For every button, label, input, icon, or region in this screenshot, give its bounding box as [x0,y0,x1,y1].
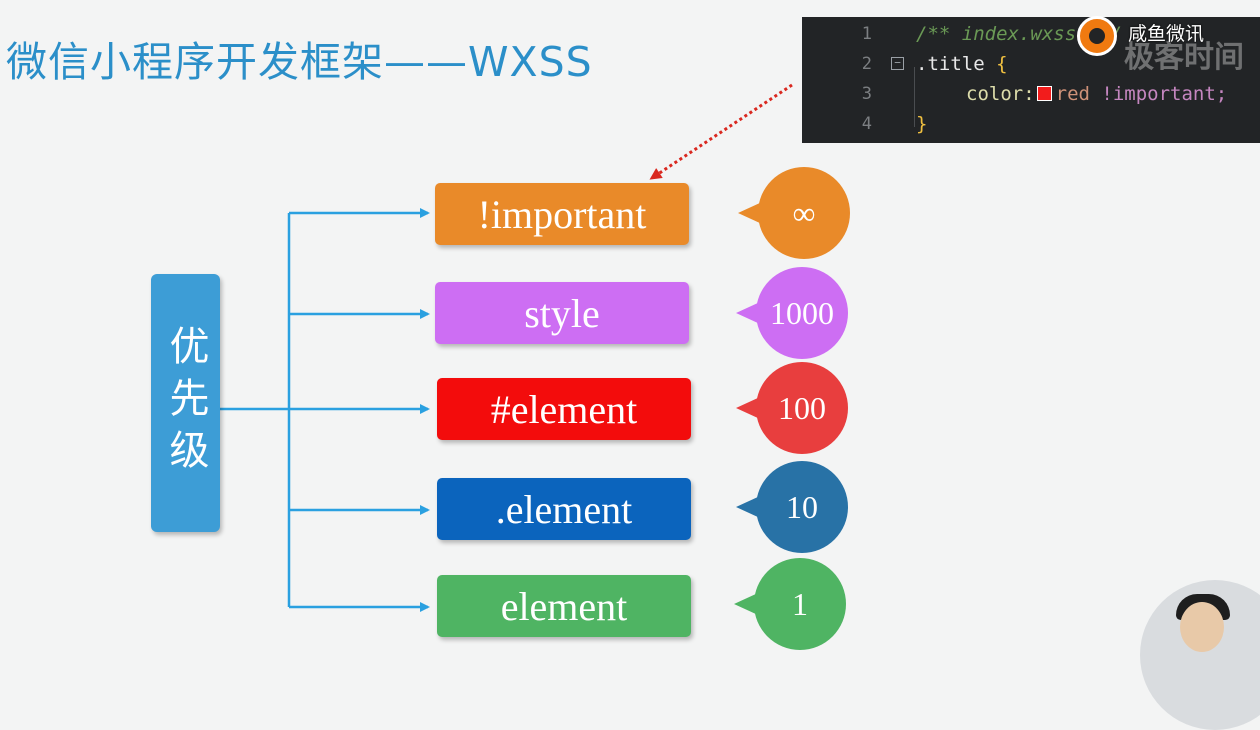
code-brace: } [916,113,928,135]
weight-bubble-class: 10 [736,461,848,553]
box-element: element [437,575,691,637]
slide-title: 微信小程序开发框架——WXSS [6,38,593,86]
code-line-4: 4 } [802,109,1260,139]
code-text: .title { [916,49,1008,79]
code-line-1: 1 /** index.wxss **/ [802,19,1260,49]
line-number: 4 [861,114,872,134]
code-comment: /** index.wxss **/ [916,23,1122,45]
color-swatch-icon [1036,86,1052,101]
watermark-text: 咸鱼微讯 [1128,23,1205,45]
code-line-2: 2 − .title { [802,49,1260,79]
pointer-arrow [649,83,793,180]
weight-bubble-element: 1 [734,558,846,650]
line-number: 2 [861,54,872,74]
weight-bubble-important: ∞ [738,167,850,259]
line-number: 3 [861,84,872,104]
watermark-text-secondary: 极客时间 [1124,40,1244,75]
connector-lines [220,83,793,612]
priority-label: 优先级 [151,274,220,532]
box-class: .element [437,478,691,540]
weight-bubble-style: 1000 [736,267,848,359]
code-line-3: 3 color: red !important; [802,79,1260,109]
avatar-face [1180,602,1224,652]
code-text: color: red !important; [966,79,1227,109]
indent-guide [914,67,915,127]
line-number: 1 [861,24,872,44]
fold-icon[interactable]: − [891,57,904,70]
box-style: style [435,282,689,344]
code-panel: 1 /** index.wxss **/ 2 − .title { 3 colo… [802,17,1260,143]
code-keyword: !important; [1101,83,1228,105]
code-brace: { [996,53,1008,75]
app-logo-icon [1077,16,1117,56]
code-value: red [1055,83,1090,105]
box-id: #element [437,378,691,440]
code-property: color: [966,83,1035,105]
weight-bubble-id: 100 [736,362,848,454]
code-selector: .title [916,53,985,75]
box-important: !important [435,183,689,245]
